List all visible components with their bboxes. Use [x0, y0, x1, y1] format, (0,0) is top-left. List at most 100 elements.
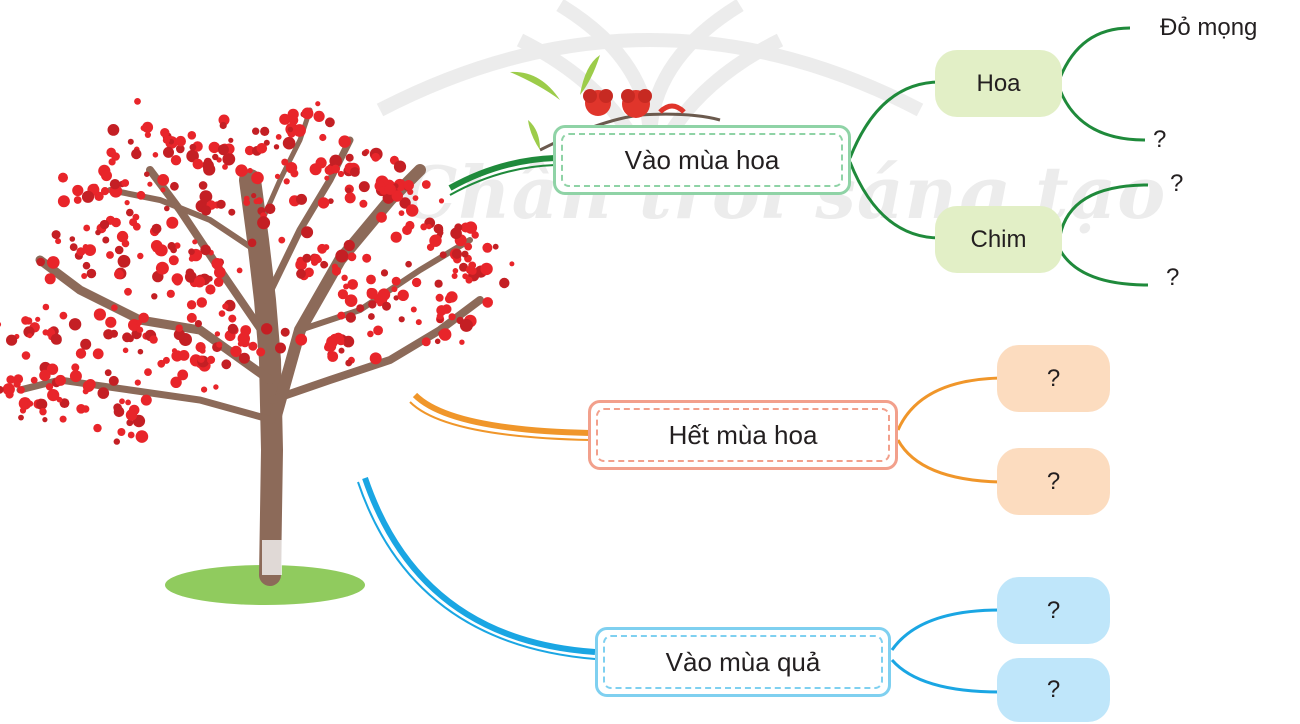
blossom [116, 230, 129, 243]
blossom [448, 313, 456, 321]
blossom [367, 330, 374, 338]
blossom [256, 347, 266, 357]
blossom [21, 316, 30, 325]
blossom [134, 379, 141, 386]
blossom [208, 141, 220, 154]
blossom [56, 396, 63, 403]
blossom [222, 152, 236, 166]
blossom [248, 341, 258, 351]
blossom [366, 288, 378, 300]
fruit-season-label: Vào mùa quả [665, 646, 821, 677]
blossom [175, 135, 186, 147]
after-flower-item-1: ? [997, 345, 1110, 412]
blossom [72, 184, 84, 197]
blossom [194, 320, 202, 328]
blossom [420, 223, 428, 231]
blossom [127, 138, 134, 145]
flower-season-box: Vào mùa hoa [553, 125, 851, 195]
blossom [459, 339, 465, 345]
blossom [83, 224, 91, 232]
blossom [126, 419, 134, 427]
blossom [81, 273, 88, 279]
blossom [391, 276, 401, 286]
blossom [106, 251, 114, 259]
blossom [69, 370, 82, 383]
blossom [282, 136, 296, 150]
blossom [136, 326, 144, 334]
blossom [121, 239, 130, 248]
blossom [439, 251, 447, 259]
blossom [287, 126, 294, 133]
blossom [160, 128, 170, 138]
blossom [438, 328, 452, 341]
fruit-season-box: Vào mùa quả [595, 627, 891, 697]
blossom [492, 243, 499, 250]
blossom [81, 190, 95, 203]
blossom [380, 269, 389, 277]
blossom [137, 252, 144, 260]
blossom [162, 136, 170, 144]
blossom [188, 248, 195, 255]
after-flower-item-1-label: ? [1046, 364, 1061, 392]
blossom [336, 336, 346, 346]
blossom [434, 279, 443, 288]
blossom [366, 274, 376, 285]
sub-node-flower: Hoa [935, 50, 1062, 117]
blossom [168, 255, 179, 266]
blossom [106, 147, 116, 158]
blossom [69, 236, 76, 242]
blossom [124, 200, 130, 206]
blossom [373, 325, 383, 336]
blossom [337, 170, 345, 178]
blossom [199, 190, 213, 204]
blossom [410, 306, 417, 313]
blossom [205, 284, 216, 295]
blossom [283, 178, 290, 185]
blossom [238, 352, 250, 364]
blossom [393, 295, 399, 301]
blossom [344, 336, 353, 346]
connector-after-flower [409, 392, 591, 441]
blossom [92, 348, 104, 360]
blossom [435, 293, 444, 302]
blossom [279, 113, 291, 125]
blossom [144, 171, 150, 177]
blossom [412, 195, 419, 202]
blossom [228, 208, 236, 216]
blossom [57, 195, 70, 208]
blossom [44, 273, 56, 285]
blossom [192, 239, 198, 245]
blossom [170, 376, 182, 388]
blossom [406, 204, 419, 217]
blossom [105, 316, 117, 328]
blossom [157, 174, 170, 186]
blossom [281, 158, 289, 166]
blossom [177, 369, 189, 381]
blossom [464, 221, 478, 234]
blossom [47, 256, 60, 269]
blossom [243, 199, 251, 207]
blossom [436, 312, 444, 320]
blossom [337, 289, 348, 300]
blossom [397, 289, 409, 301]
blossom [18, 414, 24, 421]
after-flower-item-2: ? [997, 448, 1110, 515]
blossom [213, 384, 219, 390]
blossom [403, 180, 415, 191]
connector-flower-season [448, 155, 556, 196]
blossom [113, 438, 121, 445]
blossom [202, 159, 214, 172]
blossom [136, 190, 146, 200]
blossom [468, 261, 477, 270]
blossom [0, 322, 2, 327]
blossom [236, 267, 243, 274]
flower-season-label: Vào mùa hoa [624, 144, 780, 175]
blossom [368, 313, 375, 320]
blossom [17, 386, 25, 394]
blossom [170, 155, 182, 166]
blossom [152, 152, 159, 158]
blossom [117, 428, 126, 436]
blossom [315, 157, 327, 169]
